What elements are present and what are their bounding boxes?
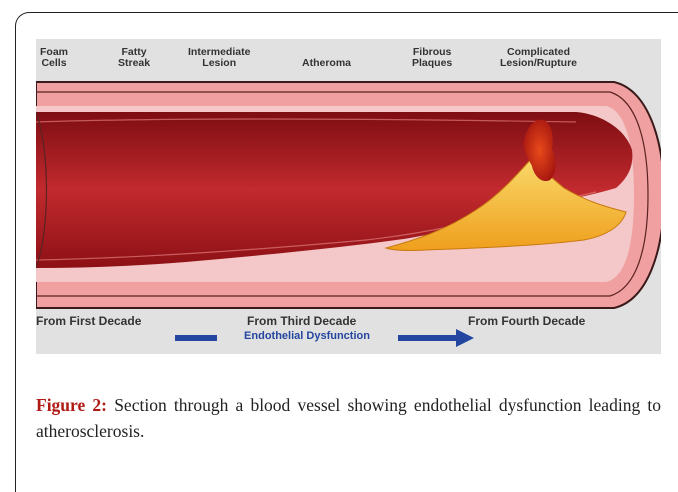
figure-caption-text: Section through a blood vessel showing e… — [36, 395, 661, 441]
stage-label-atheroma: Atheroma — [302, 58, 351, 69]
figure-caption: Figure 2: Section through a blood vessel… — [36, 392, 661, 444]
decade-label-first: From First Decade — [36, 314, 141, 328]
decade-label-fourth: From Fourth Decade — [468, 314, 585, 328]
blood-vessel-illustration — [36, 80, 661, 310]
timeline-arrow-bar-left — [175, 335, 217, 341]
timeline-arrow-bar-right — [398, 335, 458, 341]
timeline-arrow-head-icon — [456, 329, 474, 347]
figure-caption-label: Figure 2: — [36, 395, 107, 415]
timeline-label: Endothelial Dysfunction — [220, 330, 394, 342]
decade-label-third: From Third Decade — [247, 314, 356, 328]
